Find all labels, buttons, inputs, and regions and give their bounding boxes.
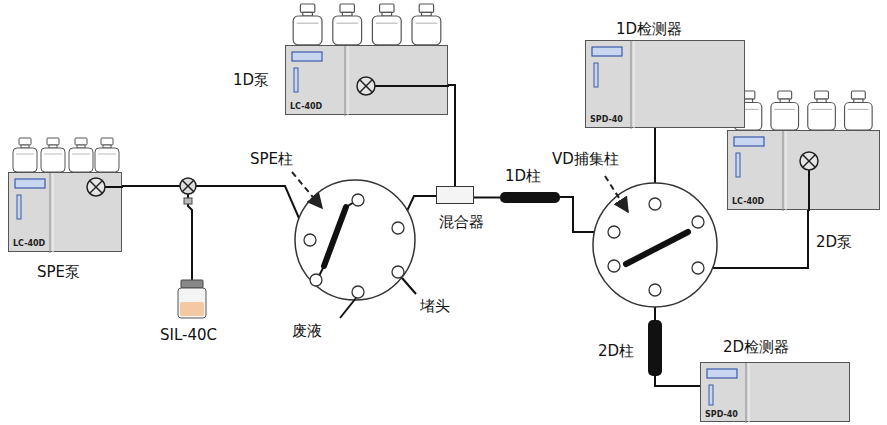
- plug-leader: [402, 278, 416, 294]
- panel-detail: [586, 41, 744, 127]
- mixer-box: 混合器: [436, 186, 474, 204]
- model-label: SPD-40: [705, 410, 738, 420]
- six-port-valve: [593, 183, 717, 307]
- component-label: 2D泵: [816, 233, 852, 251]
- pump-unit: 2D泵LC-40D: [727, 130, 880, 210]
- solvent-bottles: [734, 91, 872, 130]
- model-label: LC-40D: [290, 102, 322, 112]
- tubing-connector: [448, 85, 455, 186]
- tubing-connector: [474, 197, 500, 199]
- callout-arrow: [605, 176, 628, 212]
- solvent-bottles: [293, 4, 441, 45]
- detector-unit: 2D检测器SPD-40: [700, 362, 850, 422]
- part-label: 堵头: [420, 297, 450, 315]
- model-label: LC-40D: [13, 239, 45, 249]
- sample-vial: [178, 280, 206, 318]
- component-label: 混合器: [439, 213, 484, 231]
- model-label: LC-40D: [732, 197, 764, 207]
- callout-arrow: [292, 172, 322, 208]
- waste-line: [340, 298, 356, 318]
- pump-unit: SPE泵LC-40D: [8, 172, 122, 252]
- component-label: SPE泵: [37, 263, 80, 281]
- solvent-bottles: [13, 138, 119, 172]
- pump-unit: 1D泵LC-40D: [285, 45, 448, 115]
- tubing: [122, 128, 808, 320]
- model-label: SPD-40: [590, 115, 623, 125]
- component-label: 1D检测器: [616, 20, 682, 38]
- part-label: VD捕集柱: [552, 150, 619, 168]
- column: 1D柱: [500, 192, 560, 203]
- part-label: SPE柱: [250, 150, 293, 168]
- part-label: SIL-40C: [160, 326, 217, 344]
- detector-unit: 1D检测器SPD-40: [585, 40, 745, 128]
- tubing-connector: [655, 376, 700, 386]
- component-label: 2D检测器: [723, 338, 789, 356]
- column: 2D柱: [648, 320, 662, 376]
- component-label: 1D柱: [505, 167, 541, 185]
- component-label: 1D泵: [233, 71, 269, 89]
- component-label: 2D柱: [598, 342, 634, 360]
- part-label: 废液: [292, 322, 322, 340]
- injection-valve: [180, 178, 196, 204]
